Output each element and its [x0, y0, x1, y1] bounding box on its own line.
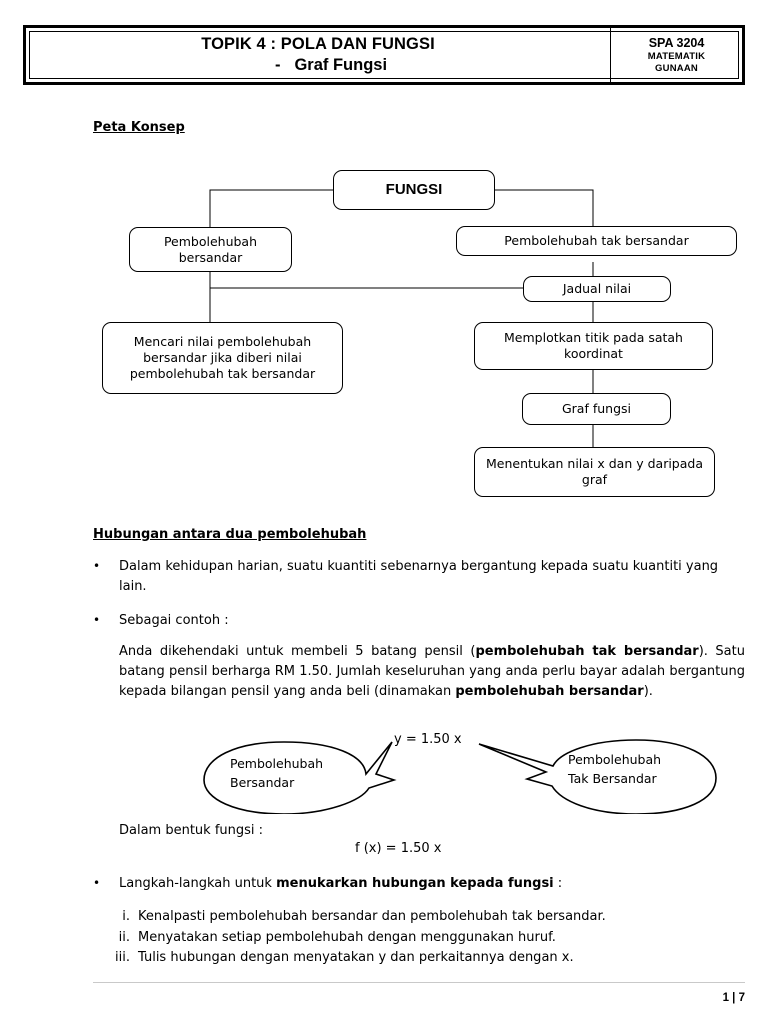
callout-figure: y = 1.50 x Pembolehubah Bersandar Pembol… — [180, 722, 740, 814]
bullet-icon — [93, 557, 119, 597]
concept-box-fungsi: FUNGSI — [333, 170, 495, 210]
langkah-bold-menukarkan: menukarkan hubungan kepada fungsi — [276, 876, 554, 891]
header-subtopic-text: Graf Fungsi — [294, 56, 388, 74]
header-subject-line1: MATEMATIK — [647, 51, 706, 62]
example-text-part2: ). Satu batang pensil berharga RM 1.50. … — [119, 644, 745, 700]
concept-map-diagram: FUNGSI Pembolehubah bersandar Pembolehub… — [93, 150, 745, 510]
concept-box-mencari-nilai: Mencari nilai pembolehubah bersandar jik… — [102, 322, 343, 394]
bullet-text-sebagai-contoh: Sebagai contoh : — [119, 613, 229, 628]
steps-list: i. Kenalpasti pembolehubah bersandar dan… — [112, 907, 745, 969]
bullet-item-sebagai-contoh: Sebagai contoh : — [93, 611, 745, 631]
callout-shapes — [203, 739, 717, 814]
header-dash: - — [274, 56, 281, 74]
example-bold-bersandar: pembolehubah bersandar — [455, 684, 644, 700]
list-item: i. Kenalpasti pembolehubah bersandar dan… — [112, 907, 745, 928]
concept-box-menentukan-nilai: Menentukan nilai x dan y daripada graf — [474, 447, 715, 497]
peta-konsep-heading: Peta Konsep — [93, 120, 185, 135]
bullet-icon — [93, 874, 119, 894]
step-text: Kenalpasti pembolehubah bersandar dan pe… — [138, 909, 606, 924]
concept-box-jadual-nilai: Jadual nilai — [523, 276, 671, 302]
step-number: ii. — [118, 929, 130, 945]
example-text-part1: Anda dikehendaki untuk membeli 5 batang … — [119, 644, 476, 659]
concept-box-pembolehubah-tak-bersandar: Pembolehubah tak bersandar — [456, 226, 737, 256]
step-number: iii. — [115, 950, 130, 966]
bullet-icon — [93, 611, 119, 631]
equation-y-1-50-x: y = 1.50 x — [394, 732, 462, 747]
header-subject-line2: GUNAAN — [655, 63, 698, 74]
callout-left-label-line1: Pembolehubah — [230, 756, 324, 771]
header-course-code: SPA 3204 — [648, 36, 705, 50]
example-bold-tak-bersandar: pembolehubah tak bersandar — [475, 644, 699, 659]
step-text: Tulis hubungan dengan menyatakan y dan p… — [138, 950, 574, 966]
dalam-bentuk-fungsi-label: Dalam bentuk fungsi : — [119, 823, 264, 838]
concept-box-memplotkan-titik: Memplotkan titik pada satah koordinat — [474, 322, 713, 370]
bullet-text-langkah-langkah: Langkah-langkah untuk menukarkan hubunga… — [119, 874, 745, 894]
example-paragraph: Anda dikehendaki untuk membeli 5 batang … — [119, 642, 745, 702]
concept-box-graf-fungsi: Graf fungsi — [522, 393, 671, 425]
step-number: i. — [122, 909, 130, 924]
header-topic-title: TOPIK 4 : POLA DAN FUNGSI — [201, 35, 435, 54]
callout-right-label-line2: Tak Bersandar — [568, 771, 657, 786]
header-course-cell: SPA 3204 MATEMATIK GUNAAN — [611, 28, 742, 82]
langkah-text-part1: Langkah-langkah untuk — [119, 876, 277, 891]
header-subtopic-title: -Graf Fungsi — [249, 55, 387, 76]
page-number: 1 | 7 — [722, 992, 745, 1004]
bullet-item-kehidupan-harian: Dalam kehidupan harian, suatu kuantiti s… — [93, 557, 745, 597]
function-formula: f (x) = 1.50 x — [355, 841, 442, 856]
hubungan-heading: Hubungan antara dua pembolehubah — [93, 527, 367, 542]
footer-divider — [93, 982, 745, 983]
example-text-part3: ). — [643, 684, 653, 700]
concept-map-connectors — [209, 189, 594, 447]
callout-right-label-line1: Pembolehubah — [568, 752, 662, 767]
list-item: ii. Menyatakan setiap pembolehubah denga… — [112, 928, 745, 949]
concept-box-pembolehubah-bersandar: Pembolehubah bersandar — [129, 227, 292, 272]
bullet-text-kehidupan-harian: Dalam kehidupan harian, suatu kuantiti s… — [119, 559, 719, 594]
header-title-cell: TOPIK 4 : POLA DAN FUNGSI -Graf Fungsi — [26, 28, 611, 82]
langkah-text-part2: : — [553, 876, 563, 891]
step-text: Menyatakan setiap pembolehubah dengan me… — [138, 929, 556, 945]
list-item: iii. Tulis hubungan dengan menyatakan y … — [112, 948, 745, 969]
bullet-item-langkah-langkah: Langkah-langkah untuk menukarkan hubunga… — [93, 874, 745, 894]
document-header-table: TOPIK 4 : POLA DAN FUNGSI -Graf Fungsi S… — [23, 25, 745, 85]
callout-left-label-line2: Bersandar — [230, 775, 295, 790]
